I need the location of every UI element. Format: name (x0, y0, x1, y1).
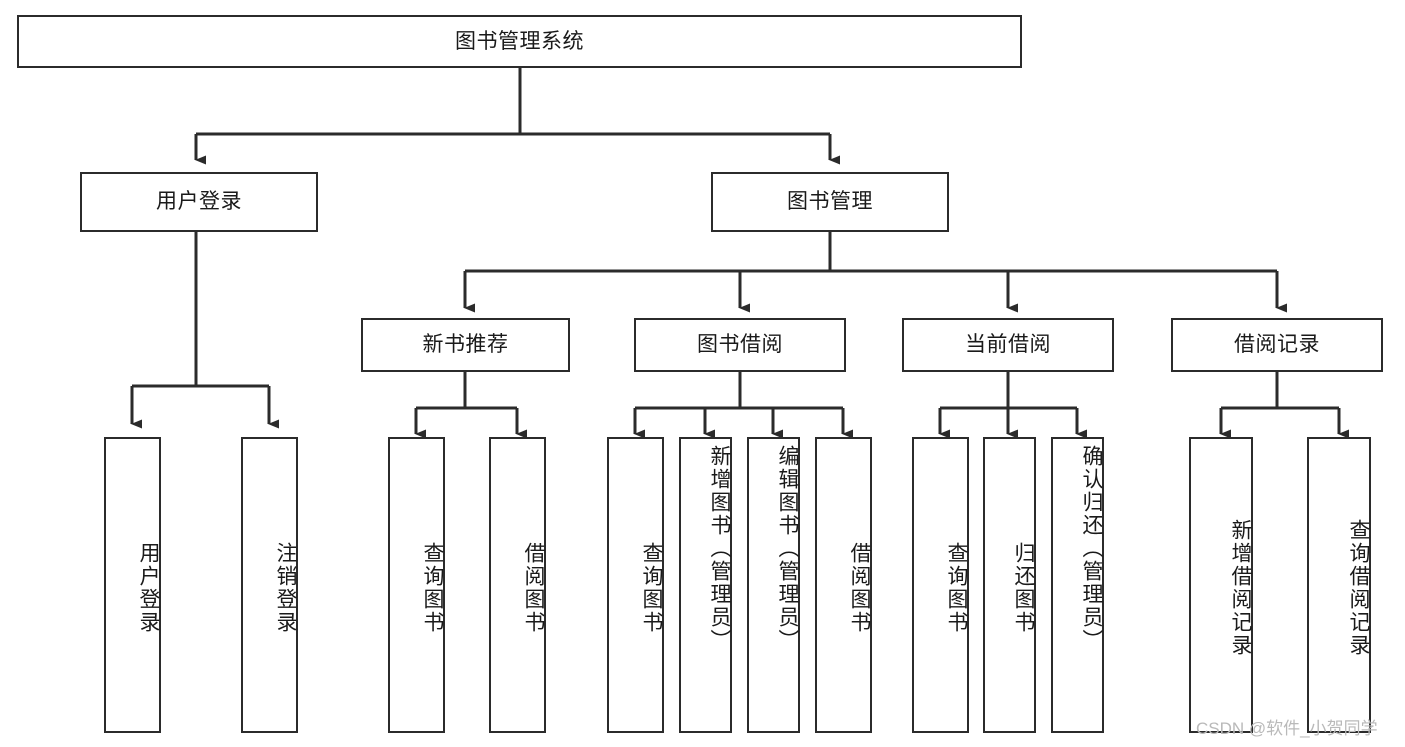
node-label: 确认归还（管理员） (1080, 445, 1103, 652)
node-borrow-record[interactable]: 借阅记录 (1171, 318, 1383, 372)
connector-root-to-level1 (194, 68, 840, 165)
connector-borrowrecord-to-leaves (1219, 372, 1349, 439)
node-leaf-confirm-return-admin[interactable]: 确认归还（管理员） (1051, 437, 1104, 733)
node-leaf-return-book[interactable]: 归还图书 (983, 437, 1036, 733)
node-leaf-query-book-3[interactable]: 查询图书 (912, 437, 969, 733)
connector-booklogin-to-leaves (130, 232, 279, 429)
node-label: 编辑图书（管理员） (776, 445, 799, 652)
connector-bookmgmt-to-level2 (463, 232, 1287, 313)
node-label: 借阅记录 (1234, 333, 1320, 357)
node-label: 查询图书 (640, 542, 663, 634)
node-leaf-query-book-1[interactable]: 查询图书 (388, 437, 445, 733)
node-label: 新增借阅记录 (1229, 519, 1252, 657)
node-label: 查询借阅记录 (1347, 519, 1370, 657)
node-leaf-borrow-book-2[interactable]: 借阅图书 (815, 437, 872, 733)
node-leaf-user-login[interactable]: 用户登录 (104, 437, 161, 733)
node-leaf-query-borrow-record[interactable]: 查询借阅记录 (1307, 437, 1371, 733)
node-leaf-query-book-2[interactable]: 查询图书 (607, 437, 664, 733)
node-leaf-logout-login[interactable]: 注销登录 (241, 437, 298, 733)
node-leaf-add-borrow-record[interactable]: 新增借阅记录 (1189, 437, 1253, 733)
node-root-book-management-system[interactable]: 图书管理系统 (17, 15, 1022, 68)
node-book-management[interactable]: 图书管理 (711, 172, 949, 232)
connector-newbook-to-leaves (414, 372, 527, 439)
node-user-login[interactable]: 用户登录 (80, 172, 318, 232)
connector-bookborrow-to-leaves (633, 372, 853, 439)
node-label: 当前借阅 (965, 333, 1051, 357)
node-leaf-borrow-book-1[interactable]: 借阅图书 (489, 437, 546, 733)
node-current-borrow[interactable]: 当前借阅 (902, 318, 1114, 372)
node-book-borrow[interactable]: 图书借阅 (634, 318, 846, 372)
node-label: 图书借阅 (697, 333, 783, 357)
node-label: 用户登录 (137, 542, 160, 634)
node-label: 注销登录 (274, 542, 297, 634)
node-label: 查询图书 (945, 542, 968, 634)
connector-currentborrow-to-leaves (938, 372, 1087, 439)
node-label: 用户登录 (156, 190, 242, 214)
node-label: 图书管理 (787, 190, 873, 214)
node-label: 查询图书 (421, 542, 444, 634)
node-label: 借阅图书 (848, 542, 871, 634)
node-leaf-add-book-admin[interactable]: 新增图书（管理员） (679, 437, 732, 733)
node-label: 新书推荐 (422, 333, 509, 357)
node-label: 归还图书 (1012, 542, 1035, 634)
node-label: 图书管理系统 (455, 29, 584, 53)
node-label: 借阅图书 (522, 542, 545, 634)
node-new-book-recommend[interactable]: 新书推荐 (361, 318, 570, 372)
node-leaf-edit-book-admin[interactable]: 编辑图书（管理员） (747, 437, 800, 733)
node-label: 新增图书（管理员） (708, 445, 731, 652)
